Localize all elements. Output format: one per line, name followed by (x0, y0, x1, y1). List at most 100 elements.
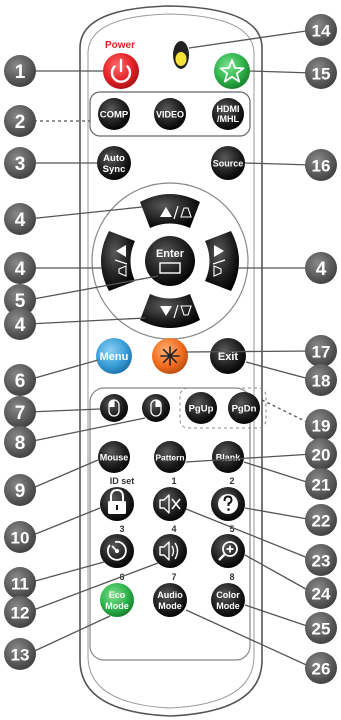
mouse-right-click-button[interactable] (142, 394, 170, 422)
svg-text:8: 8 (15, 433, 26, 454)
keypad-frame (89, 387, 251, 661)
svg-text:4: 4 (316, 259, 327, 280)
zoom-in-icon (218, 541, 238, 561)
power-icon (110, 58, 132, 83)
auto-sync-button[interactable]: Auto Sync (97, 146, 131, 180)
video-button[interactable]: VIDEO (154, 98, 186, 130)
callout-2: 2 (4, 105, 36, 137)
svg-text:17: 17 (312, 343, 331, 362)
svg-text:19: 19 (312, 417, 331, 436)
callout-6: 6 (4, 364, 36, 396)
callout-19: 19 (305, 409, 337, 441)
volume-up-button[interactable] (153, 534, 187, 568)
pattern-button[interactable]: Pattern (154, 441, 186, 473)
svg-text:16: 16 (312, 157, 331, 176)
mouse-left-click-button[interactable] (100, 394, 128, 422)
video-label: VIDEO (156, 110, 184, 120)
key-number-5: 5 (229, 524, 234, 534)
arrow-down-icon (160, 304, 192, 319)
svg-text:7: 7 (15, 403, 26, 424)
menu-button[interactable]: Menu (96, 338, 132, 374)
exit-button[interactable]: Exit (210, 338, 246, 374)
down-button[interactable] (140, 294, 200, 328)
comp-button[interactable]: COMP (98, 98, 130, 130)
volume-up-icon (159, 541, 179, 561)
help-icon (218, 494, 238, 514)
page-down-button[interactable]: PgDn (228, 392, 260, 424)
blank-button[interactable]: Blank (212, 441, 244, 473)
callout-17: 17 (305, 335, 337, 367)
mute-icon (159, 494, 181, 514)
key-number-8: 8 (229, 572, 234, 582)
lock-button[interactable] (100, 487, 134, 521)
left-button[interactable] (101, 231, 135, 291)
key-number-7: 7 (171, 572, 176, 582)
svg-text:23: 23 (312, 552, 331, 571)
right-button[interactable] (205, 231, 239, 291)
callout-12: 12 (4, 596, 36, 628)
key-number-1: 1 (171, 476, 176, 486)
id-set-label: ID set (110, 476, 135, 486)
callout-9: 9 (4, 474, 36, 506)
callout-25: 25 (305, 612, 337, 644)
callout-4-left: 4 (4, 252, 36, 284)
callout-5: 5 (4, 284, 36, 316)
svg-text:11: 11 (11, 575, 29, 594)
svg-text:18: 18 (312, 372, 331, 391)
svg-text:5: 5 (15, 291, 26, 312)
star-icon (219, 59, 245, 83)
callout-20: 20 (305, 438, 337, 470)
hdmi-mhl-button[interactable]: HDMI /MHL (212, 98, 244, 130)
keystone-icon (180, 305, 192, 316)
source-label: Source (213, 159, 244, 169)
timer-button[interactable] (100, 534, 134, 568)
mute-button[interactable] (153, 487, 187, 521)
led-indicator (173, 41, 189, 69)
mouse-left-icon (108, 399, 120, 417)
svg-text:4: 4 (15, 259, 26, 280)
star-button[interactable] (214, 53, 250, 89)
svg-text:10: 10 (11, 529, 30, 548)
callout-24: 24 (305, 577, 337, 609)
up-button[interactable] (140, 194, 200, 228)
callout-1: 1 (4, 55, 36, 87)
callout-8: 8 (4, 426, 36, 458)
help-button[interactable] (211, 487, 245, 521)
comp-label: COMP (100, 110, 129, 121)
svg-text:25: 25 (312, 620, 331, 639)
audio-mode-button[interactable]: Audio Mode (153, 583, 187, 617)
exit-label: Exit (218, 351, 239, 363)
callout-21: 21 (305, 468, 337, 500)
svg-text:14: 14 (312, 22, 331, 41)
input-group-frame (89, 91, 251, 137)
svg-text:9: 9 (15, 481, 26, 502)
hdmi-label: HDMI (217, 104, 240, 114)
svg-text:3: 3 (15, 154, 26, 175)
eco-label: Eco (109, 590, 126, 600)
mouse-right-icon (150, 399, 162, 417)
page-up-button[interactable]: PgUp (185, 392, 217, 424)
key-number-3: 3 (119, 524, 124, 534)
menu-label: Menu (100, 351, 129, 363)
svg-text:2: 2 (15, 112, 26, 133)
callout-23: 23 (305, 544, 337, 576)
callout-4-down: 4 (4, 308, 36, 340)
callout-15: 15 (305, 57, 337, 89)
enter-button[interactable]: Enter (145, 236, 195, 286)
svg-text:22: 22 (312, 512, 331, 531)
laser-button[interactable] (152, 338, 188, 374)
callout-10: 10 (4, 521, 36, 553)
callout-13: 13 (4, 638, 36, 670)
source-button[interactable]: Source (211, 146, 245, 180)
arrow-up-icon (160, 205, 192, 220)
key-number-2: 2 (229, 476, 234, 486)
auto-label: Auto (103, 153, 125, 164)
zoom-in-button[interactable] (211, 534, 245, 568)
color-mode-button[interactable]: Color Mode (211, 583, 245, 617)
power-button[interactable] (103, 53, 139, 89)
callout-11: 11 (4, 567, 36, 599)
eco-mode-button[interactable]: Eco Mode (100, 583, 134, 617)
mouse-button[interactable]: Mouse (98, 441, 130, 473)
arrow-left-icon (114, 245, 128, 277)
callout-14: 14 (305, 14, 337, 46)
